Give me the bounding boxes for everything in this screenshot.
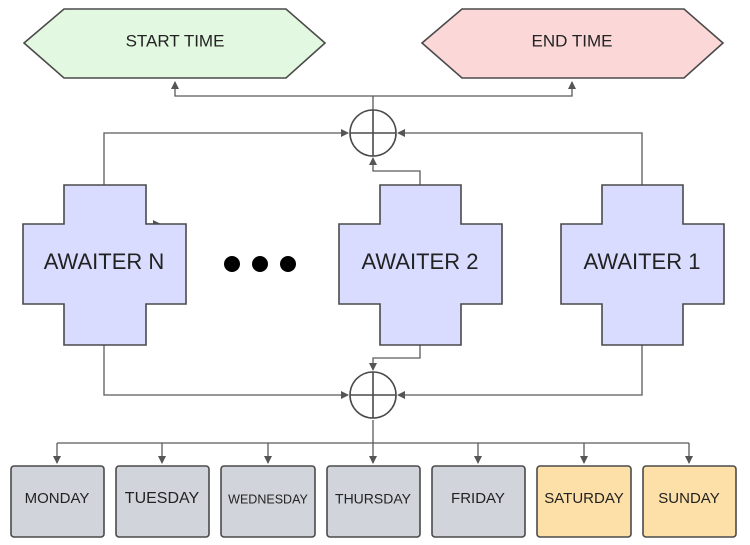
connector-to-start-time: [171, 81, 373, 97]
monday-label: MONDAY: [25, 490, 90, 507]
ellipsis-dot: [252, 256, 268, 272]
awaiter-n-node: AWAITER N: [22, 184, 187, 346]
connector-awaiter-1-to-bottom: [397, 345, 643, 399]
wednesday-box: [220, 465, 316, 538]
junction-cross: [350, 110, 396, 156]
connector-awaiter-n-to-bottom: [103, 345, 349, 399]
awaiter-2-shape: [338, 184, 503, 346]
ellipsis-dots: [224, 256, 296, 272]
connector-awaiter-2-to-top: [369, 157, 421, 185]
awaiter-2-node: AWAITER 2: [338, 184, 503, 346]
awaiter-2-label: AWAITER 2: [362, 249, 479, 274]
friday-label: FRIDAY: [451, 490, 505, 507]
start-time-node: START TIME: [22, 8, 327, 79]
top-junction: [349, 109, 397, 157]
awaiter-n-shape: [22, 184, 187, 346]
saturday-box: [536, 465, 632, 538]
ellipsis-dot: [224, 256, 240, 272]
connector-awaiter-n-to-top: [103, 129, 349, 185]
connector-to-end-time: [373, 81, 576, 97]
sunday-box: [642, 465, 737, 538]
end-time-hexagon: [420, 8, 725, 79]
start-time-label: START TIME: [126, 31, 225, 50]
connector-awaiter-2-to-bottom: [369, 345, 421, 371]
awaiter-1-node: AWAITER 1: [560, 184, 725, 346]
awaiter-1-shape: [560, 184, 725, 346]
awaiter-1-label: AWAITER 1: [584, 249, 701, 274]
connectors: [53, 81, 693, 464]
start-time-hexagon: [22, 8, 327, 79]
tuesday-label: TUESDAY: [125, 490, 200, 507]
junction-cross: [350, 372, 396, 418]
tuesday-box: [115, 465, 210, 538]
monday-box: [10, 465, 105, 538]
end-time-label: END TIME: [532, 31, 613, 50]
thursday-box: [326, 465, 421, 538]
connector-awaiter-1-to-top: [397, 129, 643, 185]
end-time-node: END TIME: [420, 8, 725, 79]
days-row: MONDAY TUESDAY WEDNESDAY THURSDAY FRIDAY…: [10, 465, 737, 538]
friday-box: [431, 465, 526, 538]
wednesday-label: WEDNESDAY: [228, 492, 308, 506]
thursday-label: THURSDAY: [335, 491, 412, 507]
saturday-label: SATURDAY: [544, 490, 623, 507]
bottom-junction: [349, 371, 397, 419]
awaiter-n-label: AWAITER N: [44, 249, 165, 274]
sunday-label: SUNDAY: [658, 490, 719, 507]
ellipsis-dot: [280, 256, 296, 272]
